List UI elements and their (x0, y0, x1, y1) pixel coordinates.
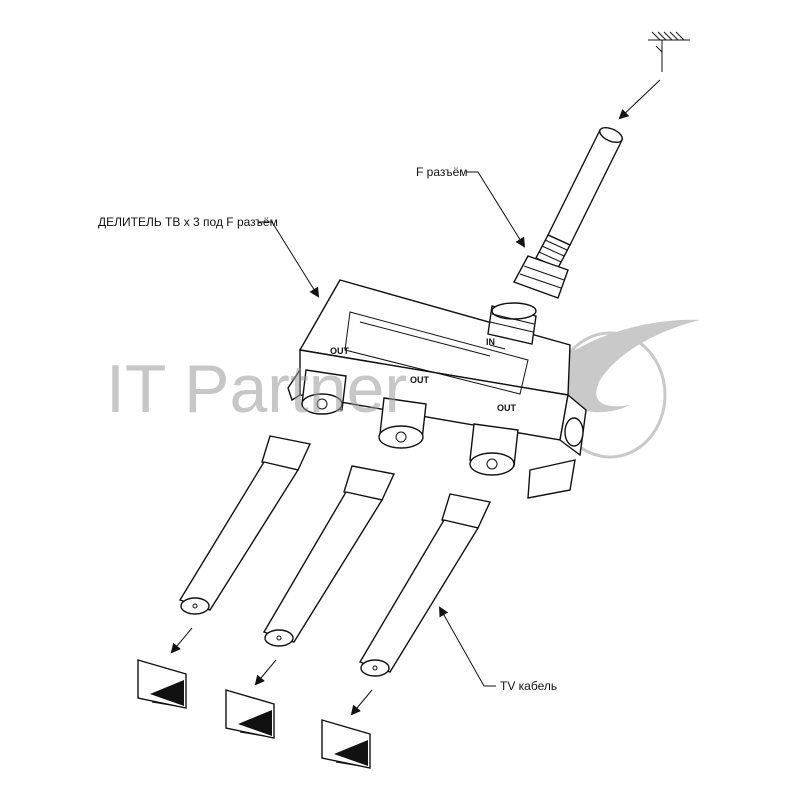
port-label-out-right: OUT (497, 403, 517, 413)
watermark-text: IT Partner (106, 351, 407, 427)
port-label-in: IN (486, 337, 495, 347)
tv-icon (321, 719, 371, 769)
output-port-right (469, 423, 519, 476)
tv-arrow-right (350, 689, 373, 716)
antenna-arrow (618, 79, 661, 120)
splitter-body (287, 279, 587, 499)
tv-arrow-left (170, 627, 193, 654)
splitter-callout (258, 221, 320, 298)
port-label-out-left: OUT (330, 346, 350, 356)
output-port-middle (378, 397, 427, 449)
f-connector-label: F разъём (416, 165, 468, 179)
tv-cable-callout (439, 606, 496, 687)
input-cable (512, 126, 623, 299)
output-cable-left (178, 435, 312, 615)
tv-icon (137, 659, 187, 709)
tv-cable-label: TV кабель (500, 679, 557, 693)
port-label-out-middle: OUT (410, 375, 430, 385)
output-port-left (301, 369, 347, 415)
tv-icon (225, 689, 275, 739)
f-connector-callout (466, 171, 526, 248)
output-cable-middle (262, 465, 396, 647)
splitter-label: ДЕЛИТЕЛЬ ТВ х 3 под F разъём (98, 215, 278, 229)
output-cable-right (358, 493, 492, 677)
tv-arrow-middle (254, 659, 277, 686)
antenna-icon (648, 31, 690, 72)
